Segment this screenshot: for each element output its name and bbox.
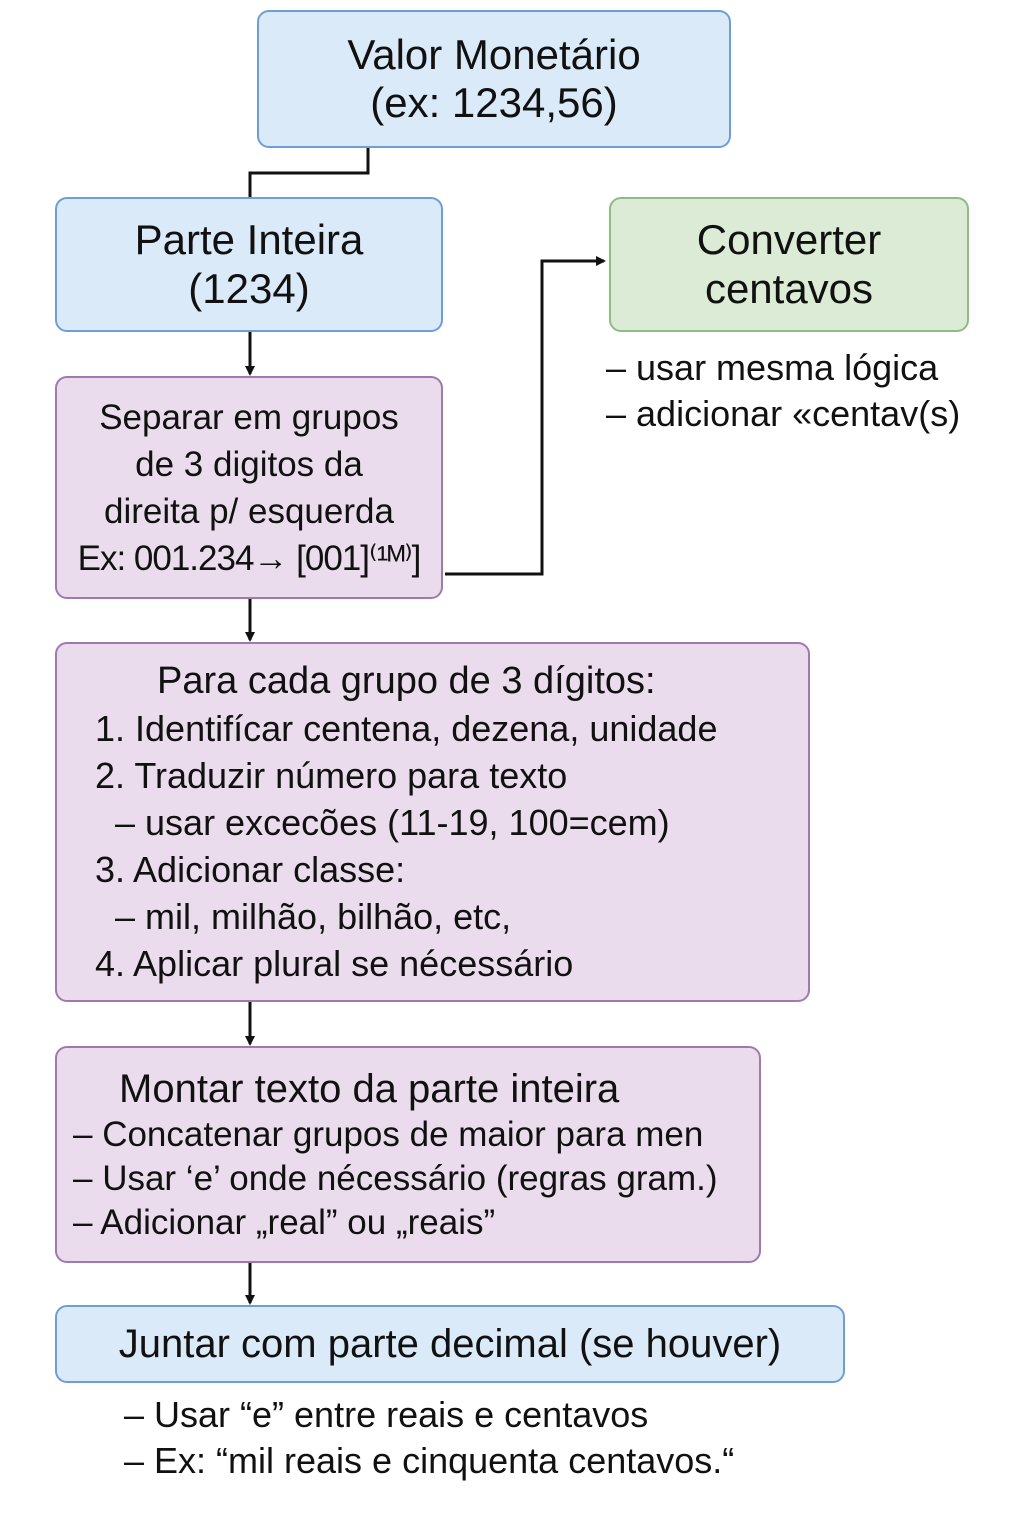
node-montar-texto-line-1: – Concatenar grupos de maior para men	[73, 1114, 704, 1154]
arrow-separar-to-converter	[445, 256, 606, 576]
node-montar-texto-line-2: – Usar ‘e’ onde nécessário (regras gram.…	[73, 1158, 718, 1198]
node-parte-inteira-line-2: (1234)	[188, 264, 310, 312]
note-juntar-line-1: – Usar “e” entre reais e centavos	[124, 1394, 649, 1435]
node-converter-centavos: Converter centavos	[609, 197, 969, 332]
node-montar-texto: Montar texto da parte inteira – Concaten…	[55, 1046, 761, 1263]
node-separar-grupos: Separar em grupos de 3 digitos da direit…	[55, 376, 443, 599]
node-para-cada-grupo-line-2: 2. Traduzir número para texto	[95, 754, 568, 796]
note-centavos-line-2: – adicionar «centav(s)	[606, 393, 961, 434]
node-para-cada-grupo: Para cada grupo de 3 dígitos: 1. Identif…	[55, 642, 810, 1002]
connector-valor-to-parte	[248, 148, 370, 197]
node-converter-centavos-line-2: centavos	[704, 264, 874, 312]
node-parte-inteira: Parte Inteira (1234)	[55, 197, 443, 332]
node-converter-centavos-line-1: Converter	[696, 216, 882, 264]
node-para-cada-grupo-line-4: 3. Adicionar classe:	[95, 848, 406, 890]
node-separar-grupos-line-2: de 3 digitos da	[135, 444, 363, 484]
node-valor-monetario-line-1: Valor Monetário	[347, 30, 641, 78]
node-para-cada-grupo-line-6: 4. Aplicar plural se nécessário	[95, 942, 574, 984]
node-para-cada-grupo-line-5: – mil, milhão, bilhão, etc,	[95, 895, 512, 937]
node-separar-grupos-line-1: Separar em grupos	[99, 397, 399, 437]
node-separar-grupos-line-4: Ex: 001.234→ [001]⁽¹ᴹ⁾]	[77, 538, 422, 578]
node-parte-inteira-line-1: Parte Inteira	[134, 216, 364, 264]
node-para-cada-grupo-line-3: – usar excecões (11-19, 100=cem)	[95, 801, 670, 843]
note-centavos-line-1: – usar mesma lógica	[606, 347, 939, 388]
node-juntar-decimal-line-1: Juntar com parte decimal (se houver)	[118, 1322, 782, 1366]
node-para-cada-grupo-line-1: 1. Identifícar centena, dezena, unidade	[95, 707, 718, 749]
node-valor-monetario-line-2: (ex: 1234,56)	[370, 79, 618, 126]
node-juntar-decimal: Juntar com parte decimal (se houver)	[55, 1305, 845, 1383]
note-juntar: – Usar “e” entre reais e centavos – Ex: …	[124, 1392, 734, 1484]
note-centavos: – usar mesma lógica – adicionar «centav(…	[606, 345, 960, 437]
note-juntar-line-2: – Ex: “mil reais e cinquenta centavos.“	[124, 1440, 735, 1481]
node-montar-texto-title: Montar texto da parte inteira	[119, 1066, 620, 1111]
node-para-cada-grupo-title: Para cada grupo de 3 dígitos:	[157, 659, 656, 702]
node-separar-grupos-line-3: direita p/ esquerda	[104, 491, 394, 531]
node-montar-texto-line-3: – Adicionar „real” ou „reais”	[73, 1202, 496, 1242]
node-valor-monetario: Valor Monetário (ex: 1234,56)	[257, 10, 731, 148]
